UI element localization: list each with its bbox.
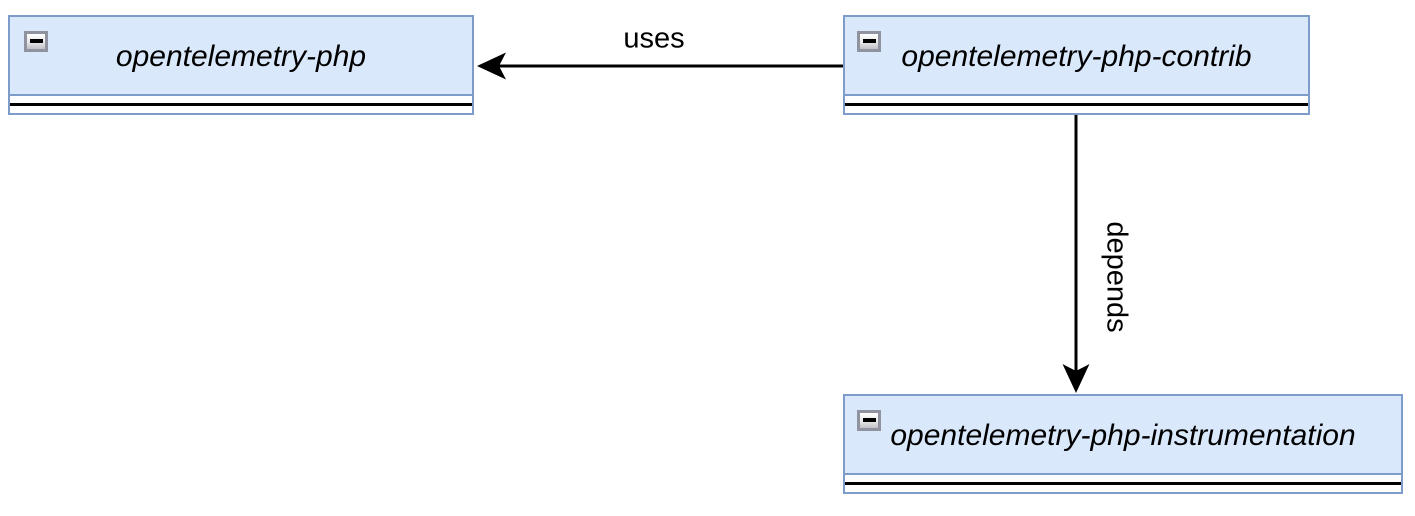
edge-uses-arrow xyxy=(477,52,843,80)
compartment-divider xyxy=(845,482,1401,485)
edge-depends-arrow xyxy=(1062,115,1090,393)
node-opentelemetry-php-instrumentation[interactable]: opentelemetry-php-instrumentation xyxy=(843,394,1403,494)
node-title-bar: opentelemetry-php-contrib xyxy=(845,17,1308,96)
edge-label-uses: uses xyxy=(623,22,685,55)
collapse-minus-icon[interactable] xyxy=(857,410,881,431)
node-opentelemetry-php-contrib[interactable]: opentelemetry-php-contrib xyxy=(843,15,1310,115)
node-title-bar: opentelemetry-php xyxy=(10,17,472,96)
collapse-minus-icon[interactable] xyxy=(24,31,48,52)
node-opentelemetry-php[interactable]: opentelemetry-php xyxy=(8,15,474,115)
node-compartment xyxy=(10,96,472,113)
node-label: opentelemetry-php-contrib xyxy=(901,39,1252,73)
collapse-minus-icon[interactable] xyxy=(857,31,881,52)
node-compartment xyxy=(845,96,1308,113)
compartment-divider xyxy=(10,103,472,106)
node-label: opentelemetry-php xyxy=(115,39,367,73)
node-title-bar: opentelemetry-php-instrumentation xyxy=(845,396,1401,475)
node-label: opentelemetry-php-instrumentation xyxy=(890,418,1356,452)
edge-label-depends: depends xyxy=(1100,221,1133,333)
node-compartment xyxy=(845,475,1401,492)
compartment-divider xyxy=(845,103,1308,106)
